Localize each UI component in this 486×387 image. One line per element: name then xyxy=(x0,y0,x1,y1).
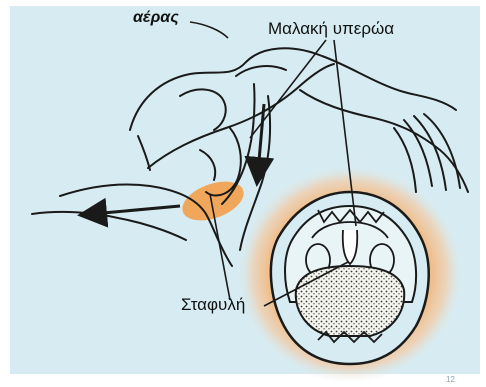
label-air: αέρας xyxy=(133,10,179,26)
mouth-front-view xyxy=(271,192,429,364)
page-number: 12 xyxy=(446,376,455,384)
label-soft-palate: Μαλακή υπερώα xyxy=(268,20,394,37)
label-uvula: Σταφυλή xyxy=(181,296,245,313)
tongue-front xyxy=(296,266,404,336)
